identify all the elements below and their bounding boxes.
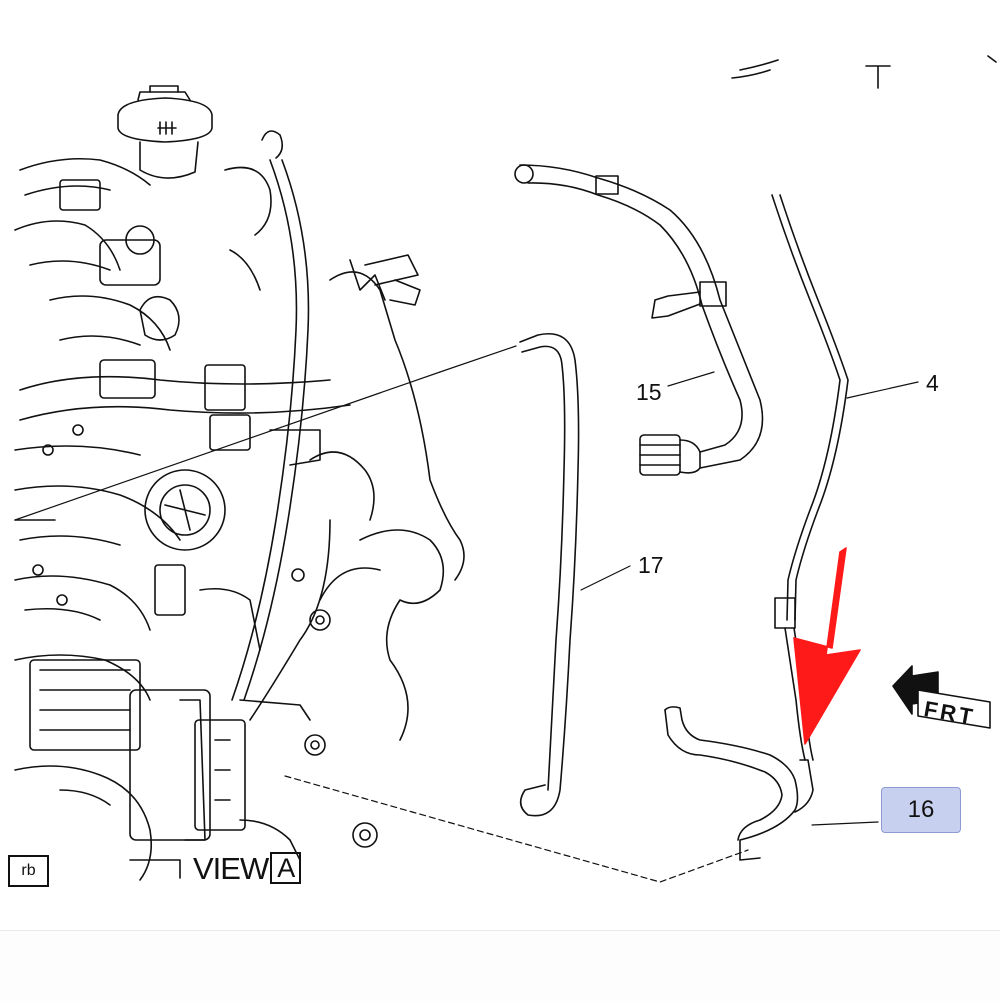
view-label-text: VIEW (193, 850, 269, 886)
callout-17: 17 (638, 552, 664, 578)
hose-15 (514, 164, 764, 476)
engine-assembly (14, 85, 465, 881)
frt-label: FRT (922, 696, 977, 730)
hose-17 (519, 333, 580, 817)
hose-16 (664, 706, 814, 861)
corner-tag: rb (8, 855, 49, 887)
view-letter-box: A (270, 852, 302, 884)
callout-15: 15 (636, 379, 662, 405)
frt-text: FRT (922, 696, 977, 730)
view-label: VIEW A (193, 850, 302, 886)
leader-lines (14, 345, 919, 883)
callout-16-highlighted[interactable]: 16 (881, 787, 961, 833)
front-direction-icon (892, 665, 991, 729)
callout-4: 4 (926, 370, 939, 396)
bottom-margin (0, 930, 1000, 1001)
top-edge-fragments (731, 55, 997, 89)
red-pointer-arrow (793, 547, 861, 745)
